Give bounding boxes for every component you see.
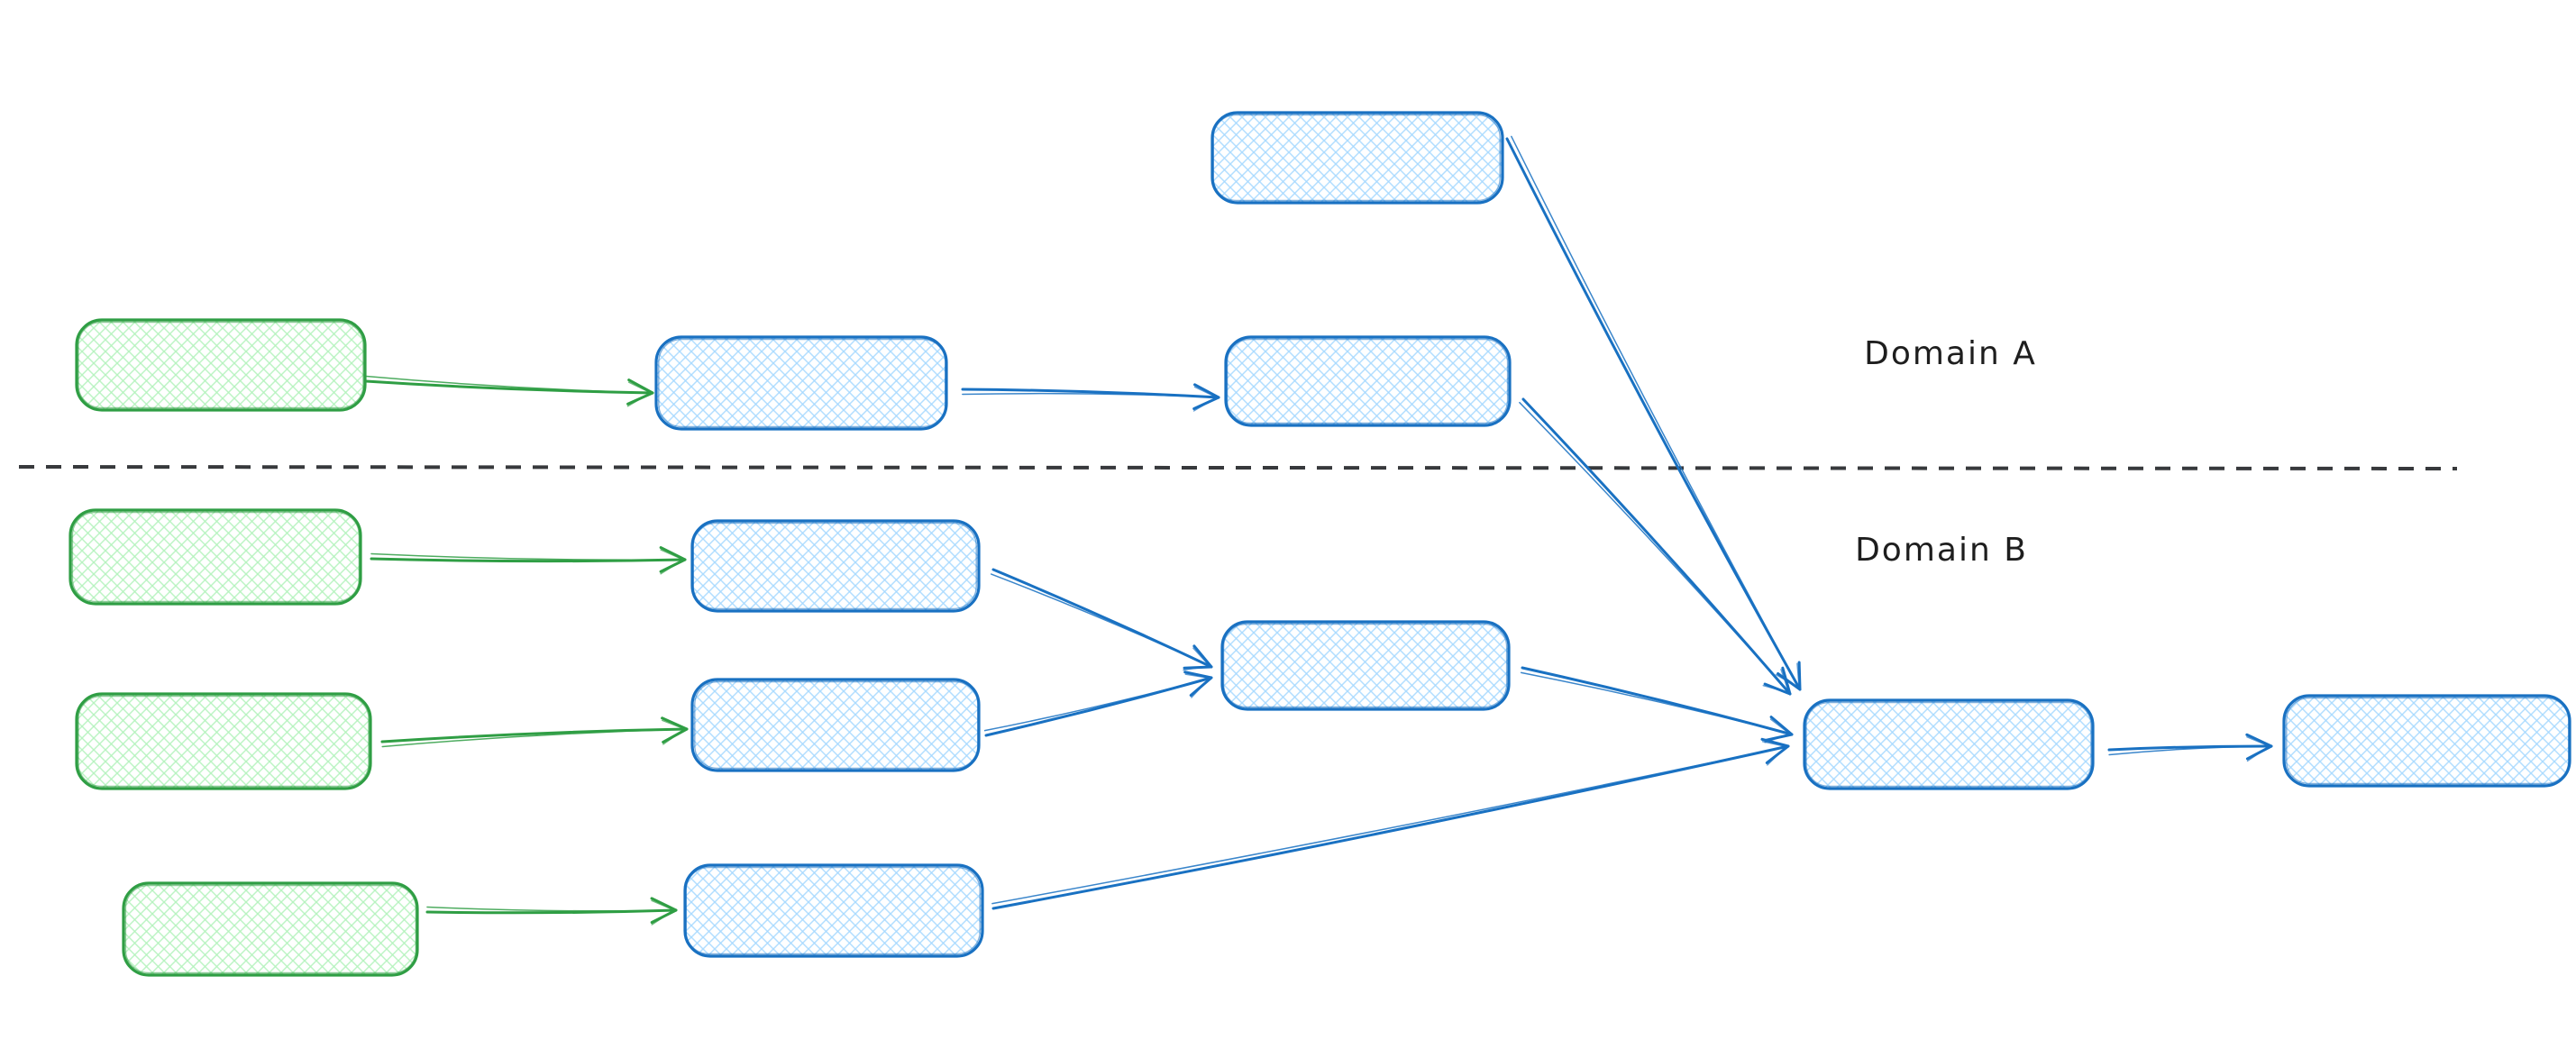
node-aggregator[interactable] (1803, 698, 2095, 790)
edge-top-source-to-aggregator[interactable] (1505, 135, 1802, 691)
node-a-step-2[interactable] (1224, 335, 1512, 427)
node-b-source-1[interactable] (69, 508, 362, 606)
node-top-source[interactable] (1210, 111, 1504, 205)
edge-b-source-1-to-b-step-1[interactable] (370, 546, 687, 575)
node-b-step-3[interactable] (683, 863, 984, 958)
node-b-source-2[interactable] (75, 692, 372, 790)
edge-b-source-2-to-b-step-2[interactable] (380, 716, 689, 748)
node-output[interactable] (2282, 694, 2571, 788)
node-b-source-3[interactable] (122, 881, 419, 977)
edge-a-source-to-a-step-1[interactable] (364, 375, 654, 407)
node-b-step-2[interactable] (690, 678, 981, 772)
edge-a-step-2-to-aggregator[interactable] (1519, 397, 1792, 696)
edge-b-merge-to-aggregator[interactable] (1520, 666, 1794, 743)
edge-b-step-1-to-b-merge[interactable] (991, 568, 1213, 671)
edge-a-step-1-to-a-step-2[interactable] (961, 383, 1220, 412)
edge-b-step-3-to-aggregator[interactable] (991, 737, 1790, 910)
edge-b-source-3-to-b-step-3[interactable] (425, 897, 678, 926)
edge-aggregator-to-output[interactable] (2107, 733, 2273, 762)
node-a-source[interactable] (75, 318, 367, 412)
node-b-merge[interactable] (1220, 620, 1511, 711)
edge-b-step-2-to-b-merge[interactable] (983, 670, 1213, 737)
label-domain-b[interactable]: Domain B (1855, 532, 2028, 569)
node-a-step-1[interactable] (654, 335, 948, 431)
domain-divider-dashed-line[interactable] (18, 465, 2458, 470)
node-b-step-1[interactable] (690, 519, 981, 613)
label-domain-a[interactable]: Domain A (1864, 335, 2037, 372)
